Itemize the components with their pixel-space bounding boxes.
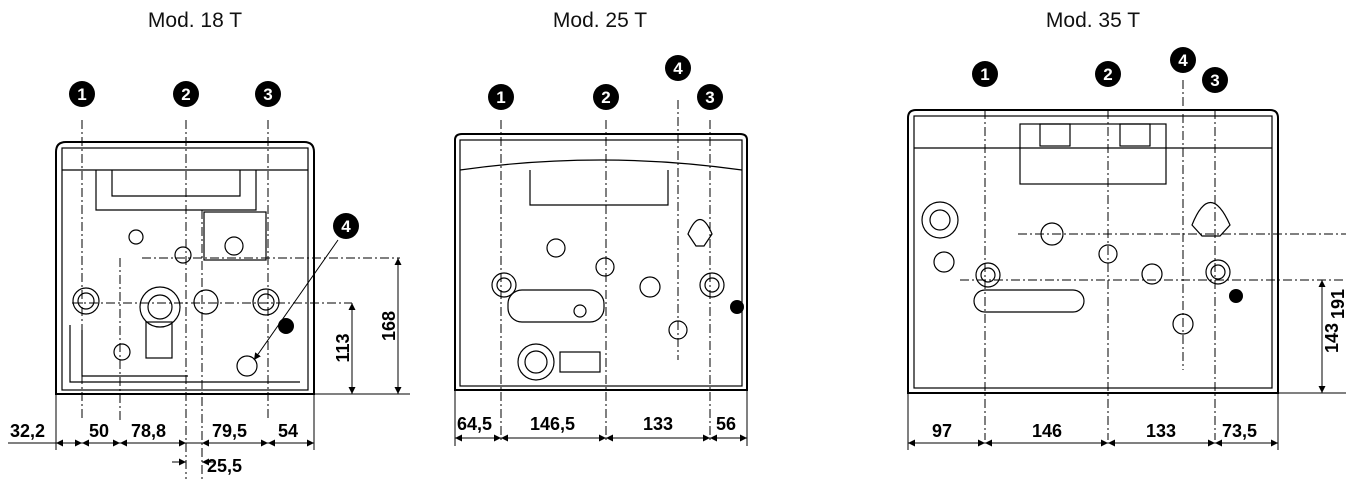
boiler-body-18t bbox=[55, 141, 315, 395]
dim-146-5: 146,5 bbox=[530, 414, 575, 434]
dim-168-18t: 168 bbox=[379, 311, 399, 341]
marker-3-25t: 3 bbox=[697, 84, 723, 110]
dim-64-5: 64,5 bbox=[457, 414, 492, 434]
dim-32-2: 32,2 bbox=[10, 421, 45, 441]
svg-text:1: 1 bbox=[77, 85, 86, 104]
marker-2-35t: 2 bbox=[1095, 61, 1121, 87]
svg-text:3: 3 bbox=[1210, 71, 1219, 90]
diagram-mod-35t: 1 2 4 3 143 191 97 146 133 73,5 bbox=[907, 47, 1346, 450]
svg-text:3: 3 bbox=[263, 85, 272, 104]
svg-text:3: 3 bbox=[705, 88, 714, 107]
svg-text:4: 4 bbox=[673, 59, 683, 78]
boiler-body-35t bbox=[907, 109, 1279, 394]
svg-text:2: 2 bbox=[181, 85, 190, 104]
marker-4-25t: 4 bbox=[665, 55, 691, 81]
dim-146: 146 bbox=[1032, 421, 1062, 441]
dim-73-5: 73,5 bbox=[1222, 421, 1257, 441]
svg-text:1: 1 bbox=[980, 65, 989, 84]
diagram-title-mod-18t: Mod. 18 T bbox=[147, 9, 243, 32]
dim-78-8: 78,8 bbox=[131, 421, 166, 441]
marker-1-18t: 1 bbox=[69, 81, 95, 107]
marker-3-35t: 3 bbox=[1202, 67, 1228, 93]
dim-54: 54 bbox=[278, 421, 298, 441]
dim-97: 97 bbox=[932, 421, 952, 441]
diagram-title-mod-25t: Mod. 25 T bbox=[552, 9, 648, 32]
marker-2-18t: 2 bbox=[173, 81, 199, 107]
svg-text:4: 4 bbox=[1178, 51, 1188, 70]
diagram-mod-25t: 1 2 4 3 64,5 146,5 133 56 bbox=[454, 55, 748, 446]
dim-25-5: 25,5 bbox=[207, 456, 242, 476]
dim-143-35t: 143 bbox=[1322, 323, 1342, 353]
dim-50: 50 bbox=[89, 421, 109, 441]
dim-56: 56 bbox=[716, 414, 736, 434]
svg-text:2: 2 bbox=[1103, 65, 1112, 84]
marker-3-18t: 3 bbox=[255, 81, 281, 107]
marker-1-25t: 1 bbox=[488, 84, 514, 110]
dim-133-25t: 133 bbox=[643, 414, 673, 434]
svg-text:4: 4 bbox=[341, 217, 351, 236]
marker-1-35t: 1 bbox=[972, 61, 998, 87]
boiler-body-25t bbox=[454, 133, 748, 391]
diagram-mod-18t: 1 2 3 4 113 168 32,2 50 78,8 79,5 bbox=[8, 81, 410, 479]
svg-text:2: 2 bbox=[601, 88, 610, 107]
diagram-title-mod-35t: Mod. 35 T bbox=[1045, 9, 1141, 32]
svg-text:1: 1 bbox=[496, 88, 505, 107]
dim-133-35t: 133 bbox=[1146, 421, 1176, 441]
dim-113-18t: 113 bbox=[333, 333, 353, 362]
marker-4-18t: 4 bbox=[333, 213, 359, 239]
dim-191-35t: 191 bbox=[1328, 289, 1346, 319]
marker-2-25t: 2 bbox=[593, 84, 619, 110]
dim-79-5: 79,5 bbox=[212, 421, 247, 441]
marker-4-35t: 4 bbox=[1170, 47, 1196, 73]
